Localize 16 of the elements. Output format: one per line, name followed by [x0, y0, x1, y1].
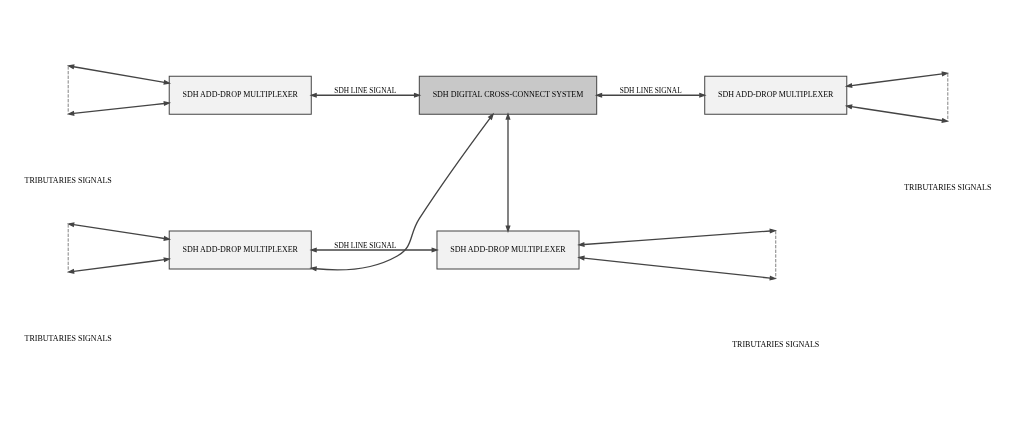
arrow — [594, 92, 707, 98]
edge-label: SDH LINE SIGNAL — [619, 86, 682, 96]
arrow — [844, 104, 949, 123]
arrow — [308, 112, 494, 272]
arrow — [66, 64, 171, 85]
arrow — [576, 228, 777, 248]
arrow — [66, 257, 171, 274]
edge-label: SDH LINE SIGNAL — [333, 240, 396, 250]
arrow — [504, 112, 511, 233]
arrow — [308, 247, 439, 253]
arrow — [844, 71, 949, 89]
arrow — [308, 92, 421, 98]
arrow — [66, 101, 171, 116]
edge-label: SDH LINE SIGNAL — [333, 86, 396, 96]
arrow — [576, 255, 777, 281]
arrow — [66, 222, 171, 241]
